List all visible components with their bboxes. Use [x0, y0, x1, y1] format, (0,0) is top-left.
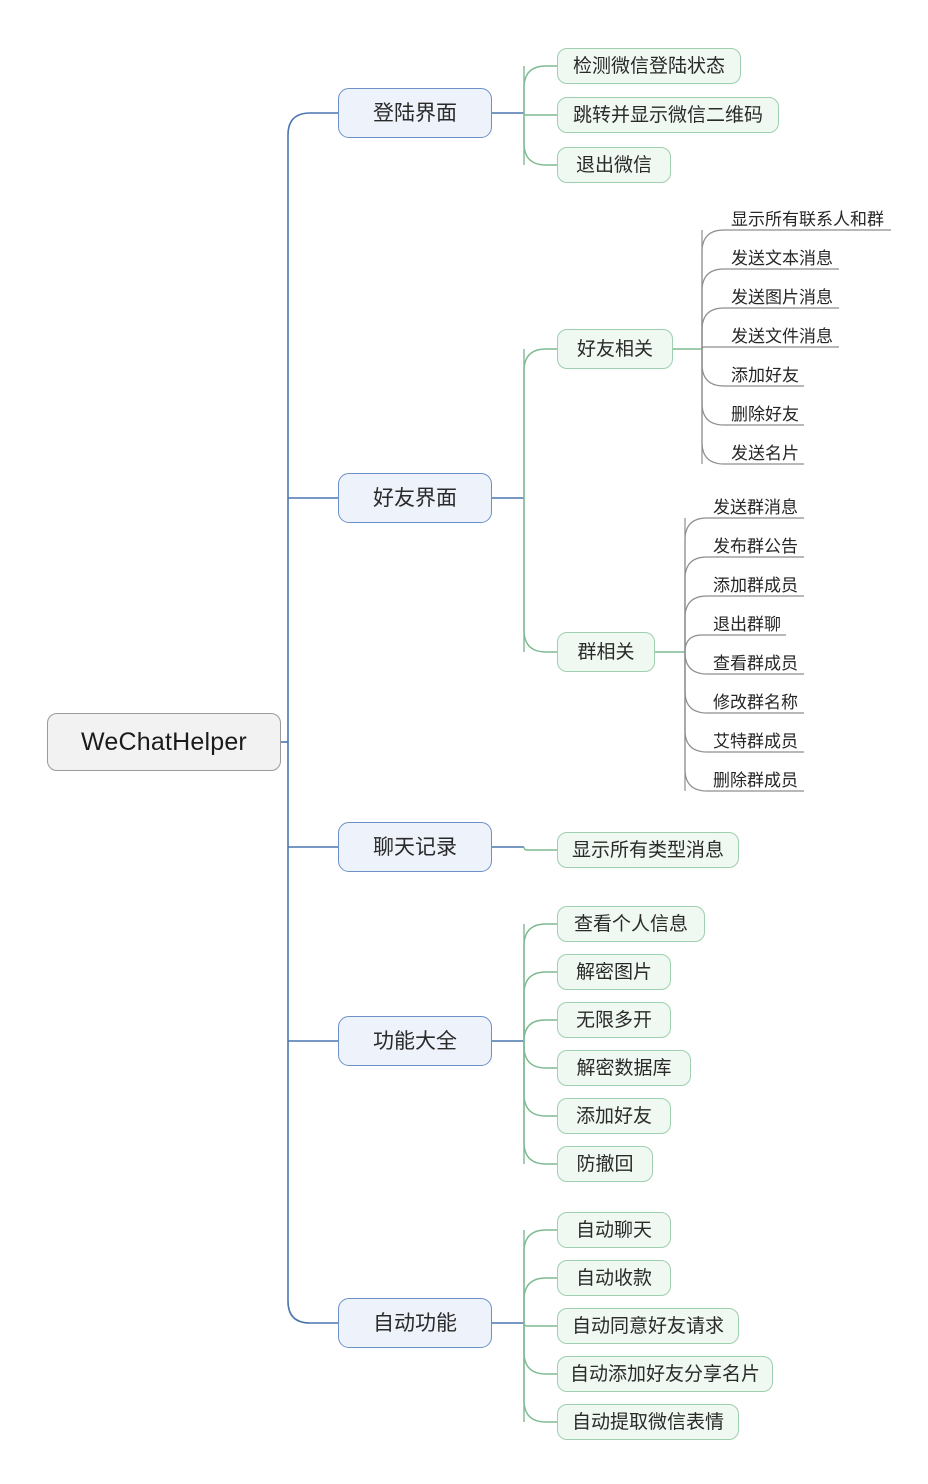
leaf-label-group-related[interactable]: 添加群成员: [713, 576, 798, 595]
connector-line: [701, 307, 729, 349]
leaf-node-automation-label: 自动添加好友分享名片: [569, 1363, 760, 1385]
leaf-node-automation[interactable]: 自动聊天: [557, 1212, 671, 1248]
connector-line: [523, 112, 557, 116]
connector-line: [523, 113, 557, 166]
connector-line: [701, 346, 729, 350]
leaf-label-friend-related[interactable]: 发送图片消息: [731, 288, 833, 307]
branch-node-friends-label: 好友界面: [373, 486, 457, 510]
branch-node-automation[interactable]: 自动功能: [338, 1298, 492, 1348]
leaf-node-login-label: 跳转并显示微信二维码: [572, 104, 763, 126]
connector-line: [523, 1323, 557, 1375]
leaf-node-features-label: 查看个人信息: [573, 913, 688, 935]
connector-line: [684, 652, 711, 714]
connector-line: [523, 846, 557, 851]
leaf-node-automation[interactable]: 自动添加好友分享名片: [557, 1356, 773, 1392]
subnode-friend-related-label: 好友相关: [576, 338, 653, 360]
branch-node-features[interactable]: 功能大全: [338, 1016, 492, 1066]
leaf-node-features-label: 添加好友: [575, 1105, 652, 1127]
leaf-node-automation-label: 自动聊天: [575, 1219, 652, 1241]
connector-line: [523, 1323, 557, 1423]
leaf-node-automation[interactable]: 自动收款: [557, 1260, 671, 1296]
root-node[interactable]: WeChatHelper: [47, 713, 281, 771]
subnode-group-related-label: 群相关: [577, 641, 635, 663]
connector-line: [684, 556, 711, 652]
branch-node-automation-label: 自动功能: [373, 1311, 457, 1335]
connector-line: [684, 652, 711, 792]
leaf-node-features[interactable]: 防撤回: [557, 1146, 653, 1182]
connector-line: [701, 349, 729, 465]
leaf-node-login-label: 检测微信登陆状态: [572, 55, 725, 77]
leaf-node-automation-label: 自动提取微信表情: [571, 1411, 724, 1433]
leaf-node-chatlog[interactable]: 显示所有类型消息: [557, 832, 739, 868]
leaf-node-features[interactable]: 解密图片: [557, 954, 671, 990]
leaf-node-features[interactable]: 无限多开: [557, 1002, 671, 1038]
leaf-node-features-label: 无限多开: [575, 1009, 652, 1031]
leaf-label-group-related[interactable]: 发送群消息: [713, 498, 798, 517]
connector-line: [523, 1041, 557, 1117]
leaf-label-friend-related[interactable]: 发送文件消息: [731, 327, 833, 346]
connector-line: [523, 1277, 557, 1323]
connector-line: [701, 349, 729, 387]
leaf-node-chatlog-label: 显示所有类型消息: [571, 839, 724, 861]
connector-line: [523, 498, 557, 653]
leaf-node-login[interactable]: 检测微信登陆状态: [557, 48, 741, 84]
leaf-node-login-label: 退出微信: [575, 154, 652, 176]
connector-line: [701, 268, 729, 349]
leaf-label-group-related[interactable]: 删除群成员: [713, 771, 798, 790]
connector-line: [684, 595, 711, 652]
leaf-node-automation-label: 自动同意好友请求: [571, 1315, 724, 1337]
connector-line: [684, 651, 711, 675]
leaf-node-automation[interactable]: 自动同意好友请求: [557, 1308, 739, 1344]
subnode-group-related[interactable]: 群相关: [557, 632, 655, 672]
connector-line: [523, 348, 557, 498]
leaf-label-friend-related[interactable]: 删除好友: [731, 405, 799, 424]
leaf-node-features[interactable]: 解密数据库: [557, 1050, 691, 1086]
connector-line: [523, 923, 557, 1041]
connector-line: [523, 65, 557, 113]
leaf-label-group-related[interactable]: 查看群成员: [713, 654, 798, 673]
connector-line: [701, 229, 729, 349]
connector-line: [287, 112, 338, 1324]
leaf-label-friend-related[interactable]: 添加好友: [731, 366, 799, 385]
leaf-node-features[interactable]: 查看个人信息: [557, 906, 705, 942]
branch-node-login[interactable]: 登陆界面: [338, 88, 492, 138]
leaf-node-features-label: 解密数据库: [576, 1057, 672, 1079]
connector-line: [684, 517, 711, 652]
leaf-node-automation-label: 自动收款: [575, 1267, 652, 1289]
connector-line: [523, 1322, 557, 1327]
leaf-label-group-related[interactable]: 退出群聊: [713, 615, 781, 634]
leaf-label-group-related[interactable]: 发布群公告: [713, 537, 798, 556]
connector-line: [701, 349, 729, 426]
leaf-label-friend-related[interactable]: 发送名片: [731, 444, 799, 463]
leaf-node-features-label: 解密图片: [575, 961, 652, 983]
root-node-label: WeChatHelper: [81, 727, 247, 756]
branch-node-friends[interactable]: 好友界面: [338, 473, 492, 523]
leaf-node-features[interactable]: 添加好友: [557, 1098, 671, 1134]
leaf-node-login[interactable]: 退出微信: [557, 147, 671, 183]
leaf-node-features-label: 防撤回: [576, 1153, 634, 1175]
leaf-node-login[interactable]: 跳转并显示微信二维码: [557, 97, 779, 133]
connector-line: [523, 1019, 557, 1042]
connector-line: [523, 1229, 557, 1323]
branch-node-features-label: 功能大全: [373, 1029, 457, 1053]
leaf-label-group-related[interactable]: 修改群名称: [713, 693, 798, 712]
connector-line: [523, 1041, 557, 1069]
leaf-label-group-related[interactable]: 艾特群成员: [713, 732, 798, 751]
connector-line: [523, 1041, 557, 1165]
leaf-label-friend-related[interactable]: 显示所有联系人和群: [731, 210, 884, 229]
subnode-friend-related[interactable]: 好友相关: [557, 329, 673, 369]
connector-line: [523, 971, 557, 1041]
leaf-node-automation[interactable]: 自动提取微信表情: [557, 1404, 739, 1440]
branch-node-chatlog[interactable]: 聊天记录: [338, 822, 492, 872]
leaf-label-friend-related[interactable]: 发送文本消息: [731, 249, 833, 268]
branch-node-login-label: 登陆界面: [373, 101, 457, 125]
connector-line: [684, 634, 711, 653]
branch-node-chatlog-label: 聊天记录: [373, 835, 457, 859]
